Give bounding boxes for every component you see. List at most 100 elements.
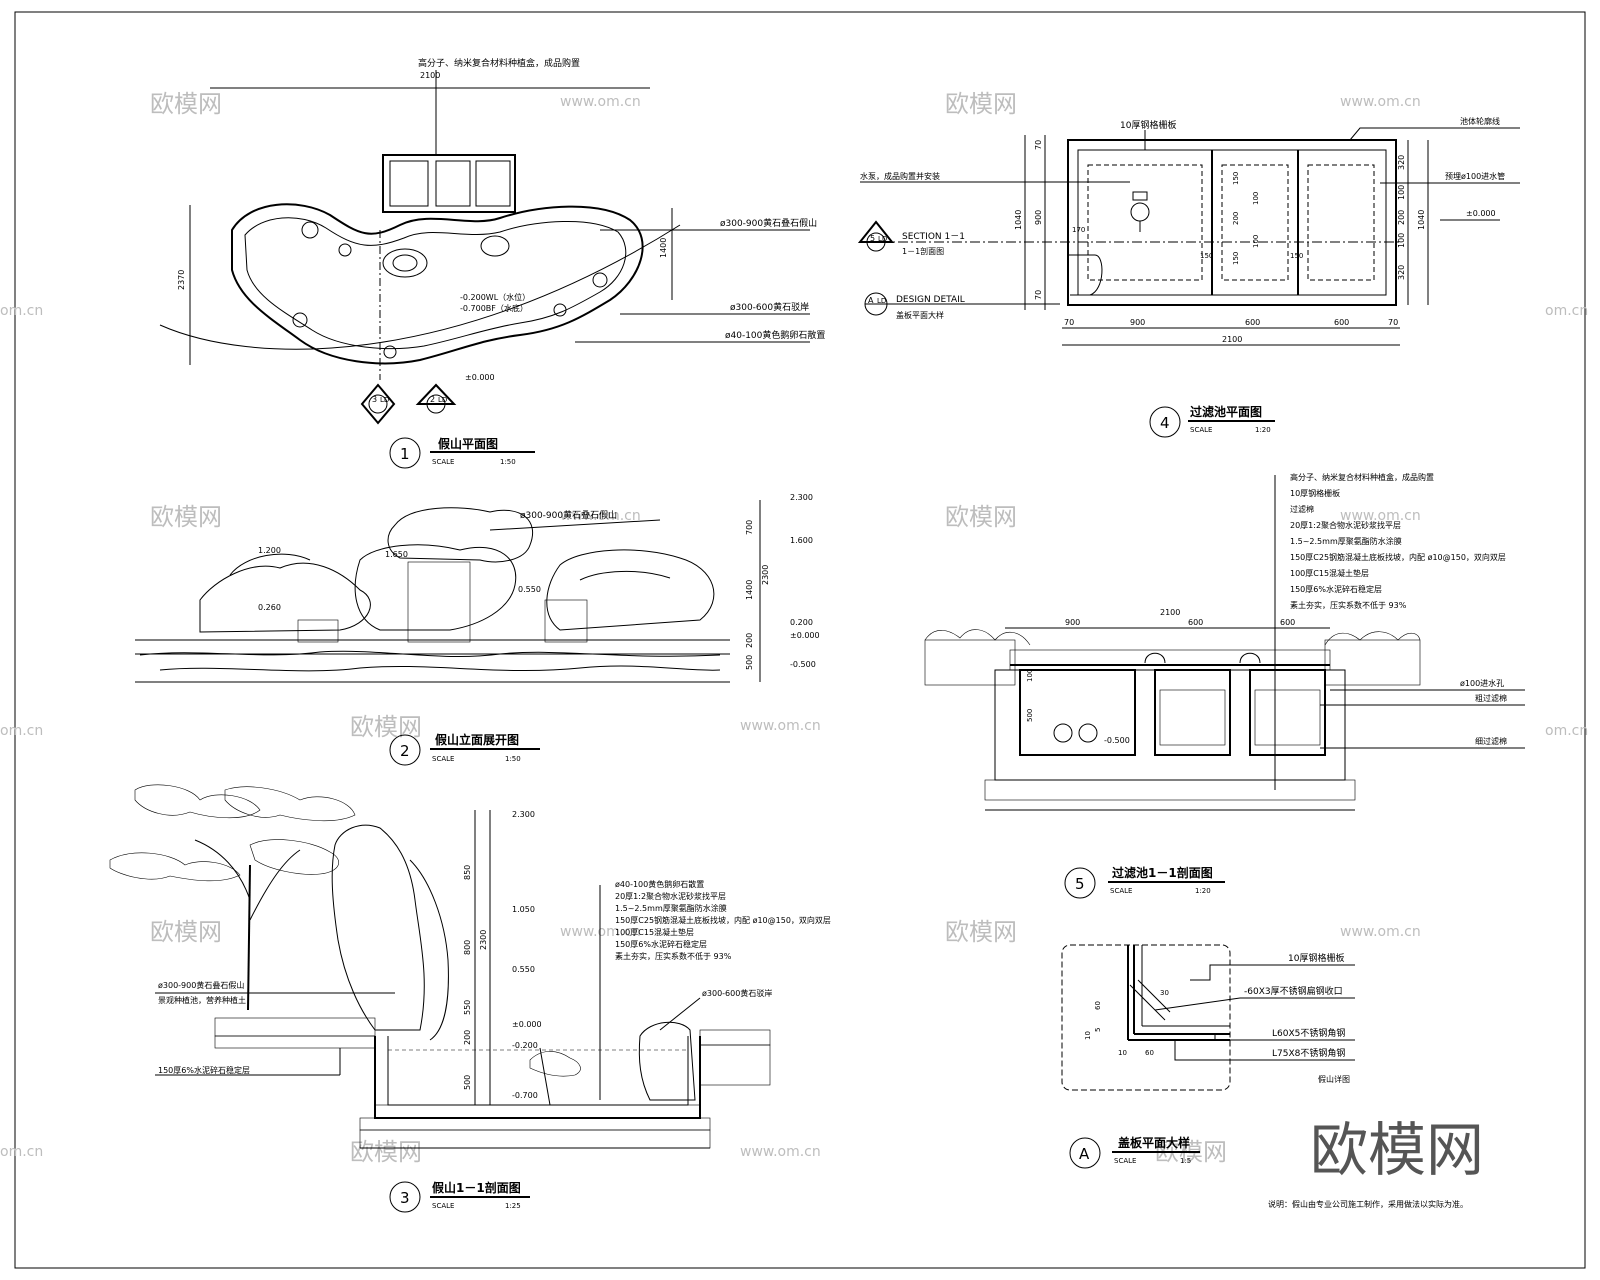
section-title: SECTION 1－1 (902, 232, 965, 242)
dim: 1400 (745, 580, 754, 600)
view-title: 假山平面图 (438, 436, 498, 451)
scale-value: 1:5 (1180, 1157, 1191, 1165)
section-mark-ref: LD (380, 396, 389, 404)
watermark-brand: 欧模网 (350, 1138, 422, 1166)
watermark-brand: 欧模网 (150, 503, 222, 531)
dim: 2300 (761, 565, 770, 585)
callout: 10厚钢格栅板 (1290, 488, 1340, 498)
watermark-brand: 欧模网 (945, 503, 1017, 531)
dim: 2300 (479, 930, 488, 950)
watermark-brand: 欧模网 (945, 90, 1017, 118)
dim: 600 (1334, 318, 1349, 327)
dim: 100 (1252, 235, 1260, 248)
callout: 过滤棉 (1290, 504, 1314, 514)
level: 0.260 (258, 603, 281, 612)
callout-left: 景观种植池，营养种植土 (158, 995, 246, 1005)
callout-left: ø300-900黄石叠石假山 (158, 980, 244, 990)
callout: 150厚C25钢筋混凝土底板找坡，内配 ø10@150，双向双层 (615, 915, 831, 925)
scale-label: SCALE (1110, 887, 1132, 895)
dim-right: 1400 (659, 238, 668, 258)
callout-inlet: 预埋ø100进水管 (1445, 171, 1505, 181)
dim: 150 (1232, 252, 1240, 265)
callout: 10厚钢格栅板 (1288, 952, 1344, 964)
level: 1.200 (258, 546, 281, 555)
callout-left: 150厚6%水泥碎石稳定层 (158, 1065, 250, 1075)
callout: 100厚C15混凝土垫层 (1290, 568, 1369, 578)
level: 2.300 (790, 493, 813, 502)
view-title: 过滤池平面图 (1190, 404, 1262, 419)
dim-top: 2100 (420, 71, 440, 80)
view-rockery-elevation: ø300-900黄石叠石假山 2.300 1.600 1.200 1.650 0… (135, 493, 820, 766)
callout-right: 粗过滤棉 (1475, 693, 1507, 703)
watermark-edge: om.cn (0, 1144, 43, 1160)
callout-right: ø100进水孔 (1460, 678, 1504, 688)
callout-rockery: ø300-900黄石叠石假山 (720, 217, 817, 229)
view-title: 盖板平面大样 (1118, 1135, 1190, 1150)
callout: 1.5~2.5mm厚聚氨酯防水涂膜 (1290, 536, 1402, 546)
callout: L75X8不锈钢角钢 (1272, 1047, 1345, 1059)
dim: 70 (1388, 318, 1398, 327)
dim: 60 (1145, 1049, 1154, 1057)
callout-outline: 池体轮廓线 (1460, 116, 1500, 126)
watermark-edge: om.cn (0, 723, 43, 739)
section-num: 5 (870, 234, 875, 243)
level: 0.550 (518, 585, 541, 594)
dim: 5 (1094, 1028, 1102, 1032)
watermark-url: www.om.cn (740, 1144, 821, 1160)
dim: 200 (745, 633, 754, 648)
scale-value: 1:50 (500, 458, 516, 466)
dim: 60 (1094, 1001, 1102, 1010)
view-title: 假山1－1剖面图 (432, 1180, 521, 1195)
callout-pump: 水泵，成品购置并安装 (860, 171, 940, 181)
watermark-brand: 欧模网 (150, 90, 222, 118)
callout-right: 细过滤棉 (1475, 736, 1507, 746)
view-number: 4 (1160, 414, 1170, 432)
level: ±0.000 (1466, 209, 1496, 218)
dim: 500 (1026, 709, 1034, 722)
detail-ref: LD (877, 297, 886, 305)
watermark-url: www.om.cn (560, 508, 641, 524)
dim: 100 (1026, 669, 1034, 682)
callout: 素土夯实，压实系数不低于 93% (615, 951, 732, 961)
dim: 30 (1160, 989, 1169, 997)
level: -0.200 (512, 1041, 538, 1050)
watermark-url: www.om.cn (740, 718, 821, 734)
dim: 800 (463, 940, 472, 955)
callout: 150厚6%水泥碎石稳定层 (1290, 584, 1382, 594)
callout-bank: ø300-600黄石驳岸 (702, 988, 772, 998)
section-mark-ref: LD (438, 396, 447, 404)
scale-label: SCALE (432, 458, 454, 466)
dim: 10 (1084, 1031, 1092, 1040)
dim: 150 (1232, 172, 1240, 185)
watermark-url: www.om.cn (560, 94, 641, 110)
scale-value: 1:25 (505, 1202, 521, 1210)
callout: ø40-100黄色鹅卵石散置 (615, 879, 704, 889)
dim: 10 (1118, 1049, 1127, 1057)
watermark-edge: om.cn (0, 303, 43, 319)
scale-value: 1:20 (1255, 426, 1271, 434)
watermark-edge: om.cn (1545, 723, 1588, 739)
dim: 850 (463, 865, 472, 880)
callout: 100厚C15混凝土垫层 (615, 927, 694, 937)
dim: 70 (1064, 318, 1074, 327)
scale-label: SCALE (1190, 426, 1212, 434)
scale-label: SCALE (432, 755, 454, 763)
dim-right-total: 1040 (1417, 210, 1426, 230)
level: 0.200 (790, 618, 813, 627)
dim: 320 (1397, 265, 1406, 280)
view-number: 5 (1075, 875, 1085, 893)
dim: 150 (1200, 252, 1213, 260)
level: ±0.000 (790, 631, 820, 640)
watermark-url: www.om.cn (1340, 94, 1421, 110)
callout-rockery: ø300-900黄石叠石假山 (520, 509, 617, 521)
callout: 高分子、纳米复合材料种植盒，成品购置 (1290, 472, 1434, 482)
level: 0.550 (512, 965, 535, 974)
view-number: 2 (400, 742, 410, 760)
level-zero: ±0.000 (465, 373, 495, 382)
callout: L60X5不锈钢角钢 (1272, 1027, 1345, 1039)
level: -0.500 (1104, 736, 1130, 745)
dim-left-total: 1040 (1014, 210, 1023, 230)
view-number: 1 (400, 445, 410, 463)
view-title: 过滤池1－1剖面图 (1112, 865, 1213, 880)
dim: 100 (1252, 192, 1260, 205)
